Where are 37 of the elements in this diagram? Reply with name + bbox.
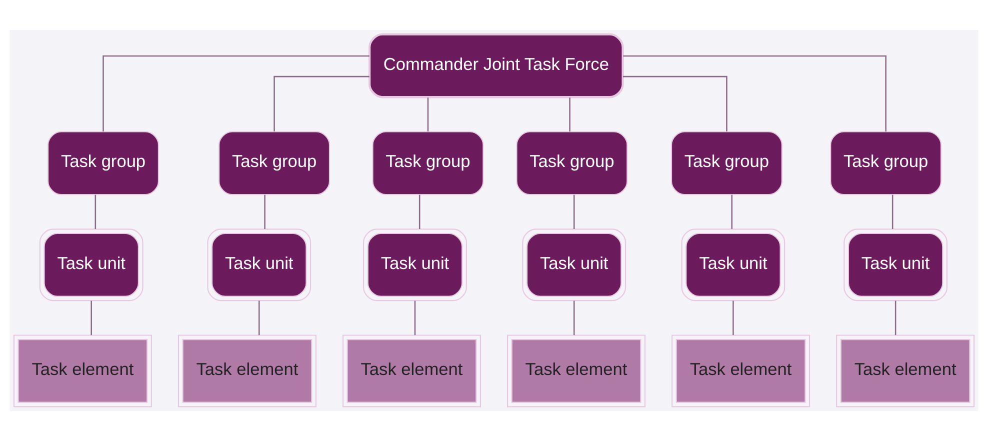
connector (102, 54, 369, 132)
connector (730, 194, 732, 228)
connector (418, 194, 420, 228)
connector (732, 300, 734, 335)
node-box: Task unit (362, 228, 466, 301)
node-box: Task element (12, 334, 152, 407)
node-box: Task unit (680, 228, 785, 301)
connector (622, 75, 727, 131)
connector (426, 97, 428, 131)
connector (572, 194, 574, 228)
node-box: Task group (670, 130, 782, 195)
node-box: Task element (177, 334, 316, 407)
connector (94, 194, 96, 228)
connector (894, 300, 896, 335)
node-box: Task element (506, 334, 646, 407)
node-box: Task element (342, 334, 481, 407)
node-box: Task unit (522, 228, 626, 301)
node-box: Task unit (206, 228, 311, 301)
node-box: Task group (218, 130, 330, 195)
connector (891, 194, 893, 228)
connector (568, 97, 570, 131)
connector (414, 300, 416, 335)
connector (264, 194, 265, 228)
node-box: Task group (47, 130, 158, 195)
connector (90, 300, 92, 335)
connector (273, 75, 369, 131)
node-box: Task element (836, 334, 974, 407)
node-box: Task element (671, 334, 810, 407)
node-box: Task unit (843, 228, 948, 301)
node-box: Task group (372, 130, 484, 195)
connector (622, 54, 886, 132)
node-box: Task group (830, 130, 942, 195)
node-box: Commander Joint Task Force (368, 32, 624, 98)
connector (258, 300, 260, 335)
connector (572, 300, 574, 335)
node-box: Task unit (38, 228, 143, 301)
node-box: Task group (516, 130, 628, 195)
